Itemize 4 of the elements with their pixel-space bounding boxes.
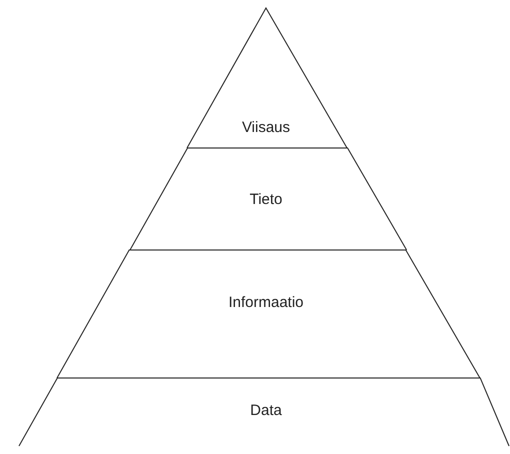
level-label: Tieto	[250, 191, 282, 208]
level-label: Viisaus	[242, 119, 290, 136]
level-label: Informaatio	[228, 294, 304, 311]
level-label: Data	[250, 402, 282, 419]
